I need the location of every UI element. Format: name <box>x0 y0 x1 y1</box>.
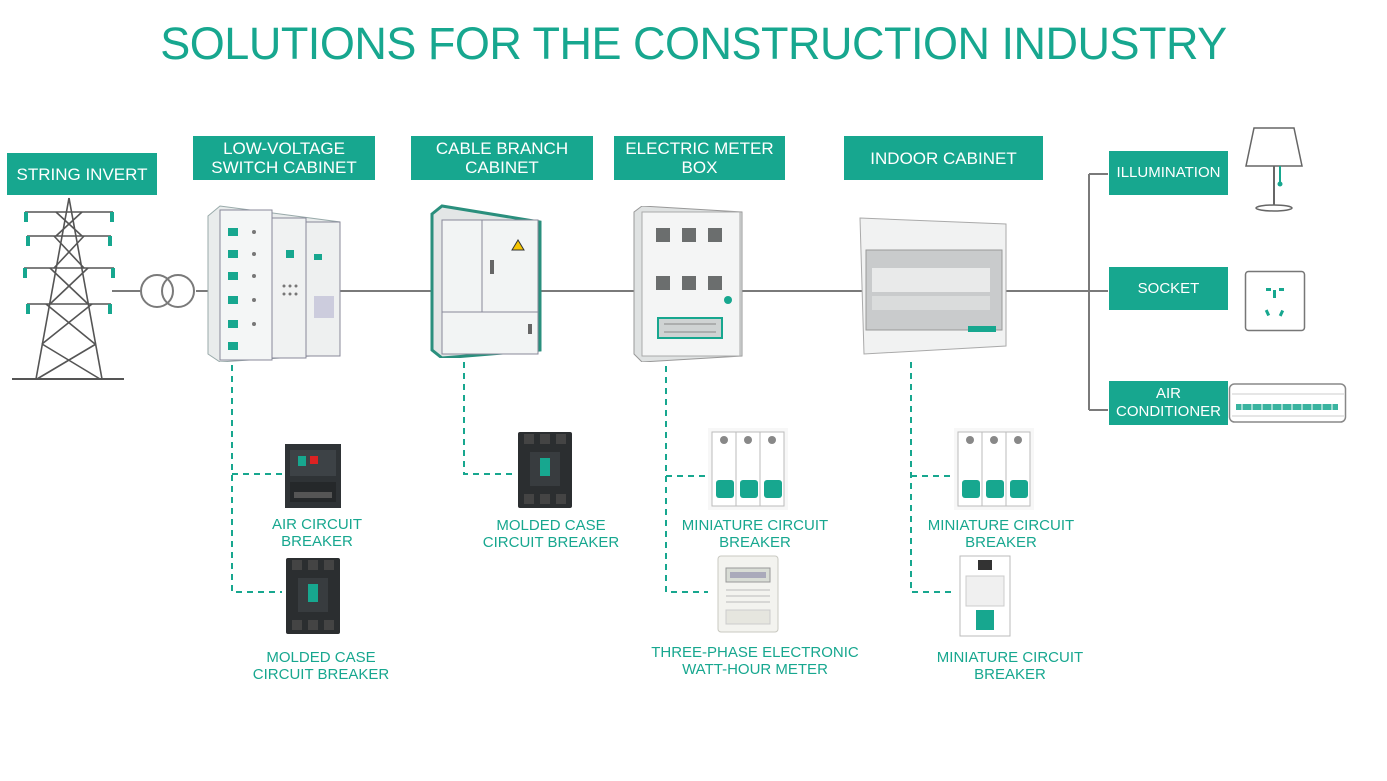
miniature-breaker-icon <box>954 428 1034 510</box>
stage-label-switch-cabinet: LOW-VOLTAGE SWITCH CABINET <box>193 136 375 180</box>
molded-case-breaker-icon <box>518 432 572 508</box>
component-label-molded-case-breaker: MOLDED CASE CIRCUIT BREAKER <box>482 517 620 551</box>
air-circuit-breaker-icon <box>285 444 341 508</box>
stage-label-meter-box: ELECTRIC METER BOX <box>614 136 785 180</box>
switch-cabinet-icon <box>207 205 341 362</box>
load-label-socket: SOCKET <box>1109 267 1228 310</box>
miniature-breaker-icon <box>708 428 788 510</box>
socket-icon <box>1244 270 1306 332</box>
load-label-air-conditioner: AIR CONDITIONER <box>1109 381 1228 425</box>
page-title: SOLUTIONS FOR THE CONSTRUCTION INDUSTRY <box>160 18 1227 69</box>
stage-label-indoor-cabinet: INDOOR CABINET <box>844 136 1043 180</box>
component-label-miniature-breaker: MINIATURE CIRCUIT BREAKER <box>936 649 1084 683</box>
component-label-molded-case-breaker: MOLDED CASE CIRCUIT BREAKER <box>252 649 390 683</box>
stage-label-string-invert: STRING INVERT <box>7 153 157 195</box>
component-label-watt-hour-meter: THREE-PHASE ELECTRONIC WATT-HOUR METER <box>651 644 859 678</box>
component-label-air-circuit-breaker: AIR CIRCUIT BREAKER <box>272 516 362 550</box>
watt-hour-meter-icon <box>717 555 779 633</box>
meter-box-icon <box>633 206 743 362</box>
molded-case-breaker-icon <box>286 558 340 634</box>
lamp-icon <box>1245 127 1303 212</box>
stage-label-branch-cabinet: CABLE BRANCH CABINET <box>411 136 593 180</box>
load-label-illumination: ILLUMINATION <box>1109 151 1228 195</box>
component-label-miniature-breaker: MINIATURE CIRCUIT BREAKER <box>681 517 829 551</box>
branch-cabinet-icon <box>430 204 542 358</box>
power-tower-icon <box>23 197 115 380</box>
indoor-cabinet-icon <box>859 217 1007 355</box>
miniature-breaker-single-icon <box>959 555 1011 637</box>
air-conditioner-icon <box>1228 383 1347 423</box>
component-label-miniature-breaker: MINIATURE CIRCUIT BREAKER <box>927 517 1075 551</box>
